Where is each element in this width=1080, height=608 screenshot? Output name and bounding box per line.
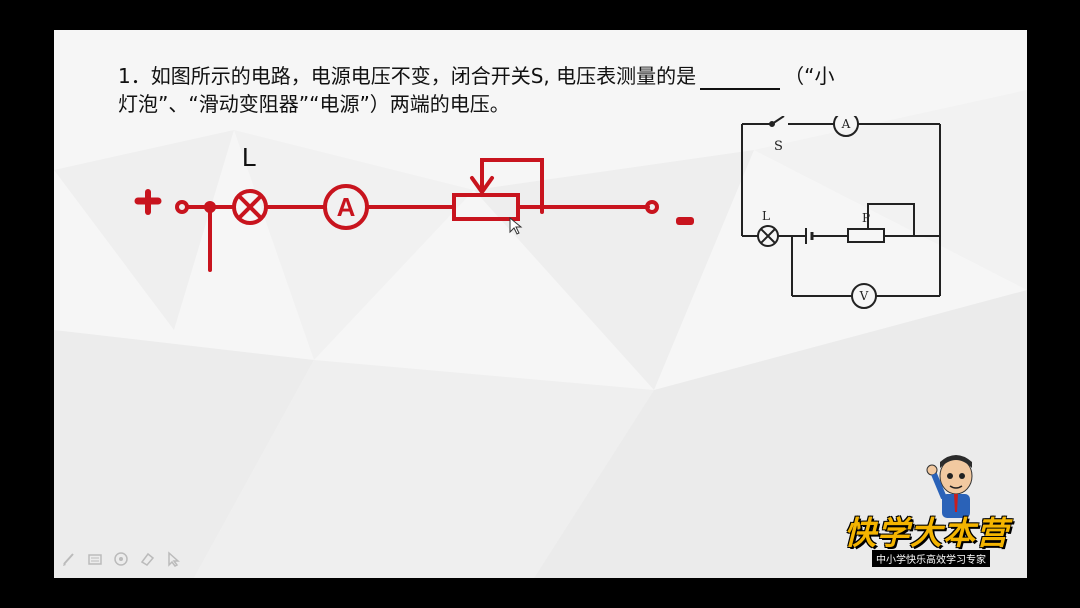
rheostat-icon xyxy=(452,193,520,221)
brand-logo: 快学大本营 中小学快乐高效学习专家 xyxy=(842,450,1022,570)
mouse-cursor-icon xyxy=(509,216,523,235)
mascot-icon xyxy=(926,455,973,518)
pointer-icon[interactable] xyxy=(164,550,182,568)
lamp-icon xyxy=(232,189,268,225)
eraser-icon[interactable] xyxy=(138,550,156,568)
ref-switch-label: S xyxy=(774,139,783,154)
ref-rheostat-label: P xyxy=(862,211,870,225)
question-text-part-2: （“小 xyxy=(784,64,835,88)
lamp-label: L xyxy=(242,142,257,172)
ref-lamp-label: L xyxy=(762,209,770,223)
negative-terminal-icon xyxy=(676,217,694,225)
slider-arrow-icon xyxy=(470,176,494,196)
logo-sub-text: 中小学快乐高效学习专家 xyxy=(872,550,990,567)
logo-main-text: 快学大本营 xyxy=(844,514,1010,552)
answer-blank xyxy=(700,68,781,90)
highlighter-icon[interactable] xyxy=(112,550,130,568)
ref-voltmeter-label: V xyxy=(859,289,869,303)
reference-circuit-diagram: S A L P V xyxy=(741,116,941,309)
question-line-1: 1．如图所示的电路，电源电压不变，闭合开关S, 电压表测量的是 （“小 xyxy=(118,62,978,90)
question-line-2: 灯泡”、“滑动变阻器”“电源”）两端的电压。 xyxy=(118,92,510,116)
pen-icon[interactable] xyxy=(60,550,78,568)
ref-ammeter-label: A xyxy=(841,117,851,131)
slides-icon[interactable] xyxy=(86,550,104,568)
slideshow-toolbar xyxy=(60,550,182,568)
question-text: 1．如图所示的电路，电源电压不变，闭合开关S, 电压表测量的是 （“小 灯泡”、“… xyxy=(118,62,978,118)
slide: 1．如图所示的电路，电源电压不变，闭合开关S, 电压表测量的是 （“小 灯泡”、“… xyxy=(54,30,1027,578)
right-terminal xyxy=(645,200,659,214)
circuit-drawing: A xyxy=(134,158,659,272)
positive-terminal-icon xyxy=(134,189,162,215)
ammeter-label: A xyxy=(337,192,356,222)
question-text-part-1: 1．如图所示的电路，电源电压不变，闭合开关S, 电压表测量的是 xyxy=(118,64,697,88)
ref-rheostat-icon xyxy=(847,228,885,243)
